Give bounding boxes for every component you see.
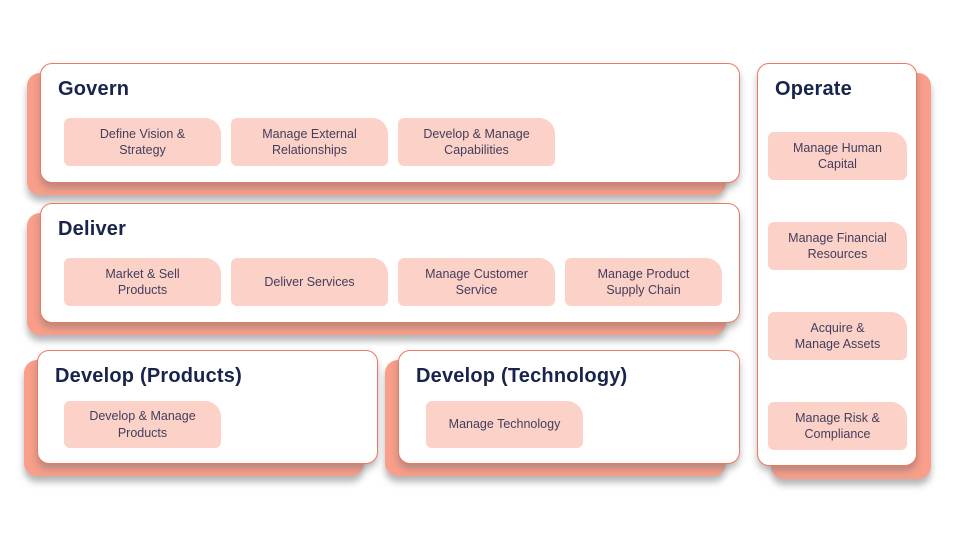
section-develop-products-boxes: Develop & Manage Products <box>64 401 221 448</box>
capability-manage-customer-service: Manage Customer Service <box>398 258 555 306</box>
section-govern-title: Govern <box>58 78 130 100</box>
capability-acquire-manage-assets: Acquire & Manage Assets <box>768 312 907 360</box>
capability-manage-risk-compliance: Manage Risk & Compliance <box>768 402 907 450</box>
section-deliver: Deliver Market & Sell Products Deliver S… <box>27 203 740 335</box>
section-govern-boxes: Define Vision & Strategy Manage External… <box>64 118 555 166</box>
capability-manage-external-relationships: Manage External Relationships <box>231 118 388 166</box>
section-develop-products: Develop (Products) Develop & Manage Prod… <box>24 350 378 476</box>
capability-manage-product-supply-chain: Manage Product Supply Chain <box>565 258 722 306</box>
capability-define-vision-strategy: Define Vision & Strategy <box>64 118 221 166</box>
capability-market-sell-products: Market & Sell Products <box>64 258 221 306</box>
capability-develop-manage-capabilities: Develop & Manage Capabilities <box>398 118 555 166</box>
section-develop-products-title: Develop (Products) <box>55 365 242 387</box>
section-operate-title: Operate <box>775 78 852 100</box>
capability-manage-human-capital: Manage Human Capital <box>768 132 907 180</box>
section-deliver-boxes: Market & Sell Products Deliver Services … <box>64 258 722 306</box>
section-develop-technology-boxes: Manage Technology <box>426 401 583 448</box>
section-operate-boxes: Manage Human Capital Manage Financial Re… <box>768 132 907 450</box>
section-develop-technology: Develop (Technology) Manage Technology <box>385 350 740 476</box>
section-deliver-title: Deliver <box>58 218 127 240</box>
section-operate: Operate Manage Human Capital Manage Fina… <box>757 63 931 479</box>
section-govern: Govern Define Vision & Strategy Manage E… <box>27 63 740 195</box>
capability-develop-manage-products: Develop & Manage Products <box>64 401 221 448</box>
capability-manage-technology: Manage Technology <box>426 401 583 448</box>
section-develop-technology-title: Develop (Technology) <box>416 365 628 387</box>
capability-deliver-services: Deliver Services <box>231 258 388 306</box>
capability-manage-financial-resources: Manage Financial Resources <box>768 222 907 270</box>
